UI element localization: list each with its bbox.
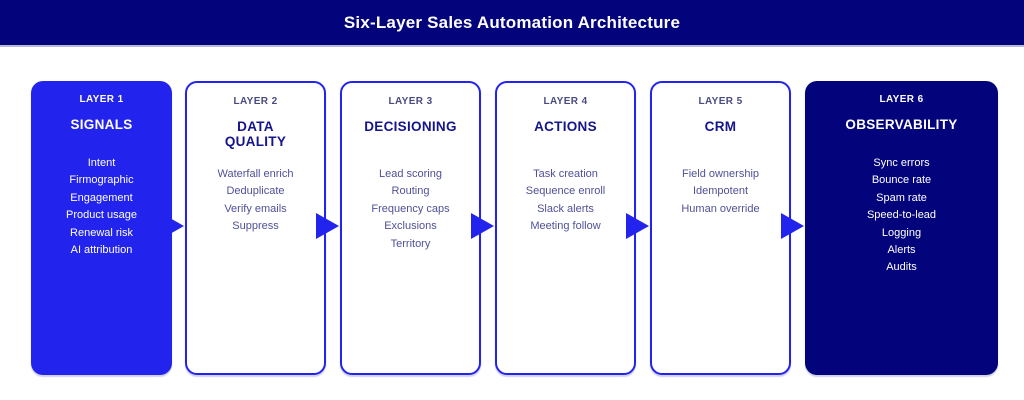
layer-item: Spam rate <box>876 191 927 204</box>
layer-item: Slack alerts <box>537 202 594 215</box>
layer-item: Waterfall enrich <box>217 168 294 180</box>
layer-item: Engagement <box>70 191 133 204</box>
layer-item: Deduplicate <box>226 185 285 198</box>
layer-label: LAYER 6 <box>879 94 924 105</box>
layer-label: LAYER 2 <box>233 96 278 107</box>
layer-title: OBSERVABILITY <box>845 117 958 132</box>
layer-label: LAYER 5 <box>698 96 743 107</box>
layer-items: Field ownership Idempotent Human overrid… <box>652 166 789 218</box>
layer-item: Suppress <box>232 220 279 233</box>
layer-item: Product usage <box>66 209 137 222</box>
layer-item: Audits <box>886 261 917 274</box>
flow-arrow-right-icon <box>161 213 184 239</box>
layer-items: Waterfall enrich Deduplicate Verify emai… <box>187 166 324 236</box>
flow-arrow-right-icon <box>316 213 339 239</box>
layer-item: Task creation <box>533 168 598 180</box>
layer-title: DATA QUALITY <box>224 119 287 149</box>
layer-card-actions: LAYER 4 ACTIONS Task creation Sequence e… <box>495 81 636 375</box>
layer-item: Bounce rate <box>871 174 932 187</box>
layer-card-observability: LAYER 6 OBSERVABILITY Sync errors Bounce… <box>805 81 998 375</box>
layer-title: ACTIONS <box>534 119 597 134</box>
flow-arrow-right-icon <box>781 213 804 239</box>
layer-title: CRM <box>704 119 737 134</box>
layer-card-data-quality: LAYER 2 DATA QUALITY Waterfall enrich De… <box>185 81 326 375</box>
layer-item: Exclusions <box>384 220 437 233</box>
layer-item: Sequence enroll <box>525 185 606 198</box>
layer-item: Logging <box>881 226 922 239</box>
layer-label: LAYER 1 <box>79 94 124 105</box>
layer-item: Lead scoring <box>379 168 442 180</box>
layer-items: Lead scoring Routing Frequency caps Excl… <box>342 166 479 253</box>
layer-item: Intent <box>87 157 116 169</box>
layer-item: Human override <box>681 202 760 215</box>
layer-item: Renewal risk <box>70 226 133 239</box>
layer-item: Speed-to-lead <box>866 209 937 222</box>
header-banner: Six-Layer Sales Automation Architecture <box>0 0 1024 47</box>
layer-item: Field ownership <box>681 168 760 180</box>
layer-item: Firmographic <box>69 174 134 187</box>
layer-items: Intent Firmographic Engagement Product u… <box>31 155 172 259</box>
layer-card-crm: LAYER 5 CRM Field ownership Idempotent H… <box>650 81 791 375</box>
flow-arrow-right-icon <box>626 213 649 239</box>
layer-label: LAYER 3 <box>388 96 433 107</box>
layer-item: Idempotent <box>692 185 749 198</box>
layer-items: Task creation Sequence enroll Slack aler… <box>497 166 634 236</box>
layer-card-signals: LAYER 1 SIGNALS Intent Firmographic Enga… <box>31 81 172 375</box>
layer-label: LAYER 4 <box>543 96 588 107</box>
layer-item: AI attribution <box>70 244 133 257</box>
flow-arrow-right-icon <box>471 213 494 239</box>
layer-item: Sync errors <box>873 157 930 169</box>
layer-item: Routing <box>391 185 430 198</box>
layer-title: DECISIONING <box>364 119 457 134</box>
layer-card-decisioning: LAYER 3 DECISIONING Lead scoring Routing… <box>340 81 481 375</box>
layer-items: Sync errors Bounce rate Spam rate Speed-… <box>805 155 998 277</box>
layer-item: Alerts <box>887 244 916 257</box>
page-title: Six-Layer Sales Automation Architecture <box>343 12 681 32</box>
layer-item: Territory <box>390 237 431 250</box>
layer-item: Meeting follow <box>530 220 601 233</box>
layer-item: Frequency caps <box>371 202 450 215</box>
layer-item: Verify emails <box>224 202 287 215</box>
layer-title: SIGNALS <box>70 117 133 132</box>
